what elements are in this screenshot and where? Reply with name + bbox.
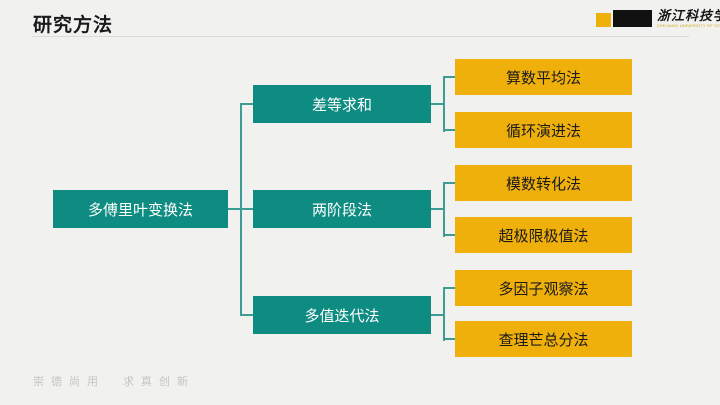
connector-leaf6-stub — [445, 338, 455, 340]
university-name: 浙江科技学院 — [657, 8, 720, 23]
footer-motto: 崇德尚用 求真创新 — [33, 376, 195, 388]
connector-leaf5-stub — [445, 287, 455, 289]
connector-branch1-stub — [242, 103, 253, 105]
page-title: 研究方法 — [33, 15, 114, 36]
tree-leaf-node-3: 模数转化法 — [455, 165, 632, 201]
logo-black-bar-icon — [613, 10, 652, 27]
logo-yellow-square-icon — [596, 12, 611, 27]
connector-branch3-stub — [242, 314, 253, 316]
tree-leaf-node-6: 查理芒总分法 — [455, 321, 632, 357]
tree-branch-node-1: 差等求和 — [253, 85, 431, 123]
title-divider — [32, 36, 689, 37]
connector-pair1-stub — [431, 103, 444, 105]
connector-pair3-vertical — [443, 287, 445, 341]
tree-leaf-node-4: 超极限极值法 — [455, 217, 632, 253]
tree-leaf-node-1: 算数平均法 — [455, 59, 632, 95]
connector-pair3-stub — [431, 314, 444, 316]
tree-leaf-node-2: 循环演进法 — [455, 112, 632, 148]
connector-pair2-vertical — [443, 182, 445, 237]
tree-branch-node-2: 两阶段法 — [253, 190, 431, 228]
university-name-en: ZHEJIANG UNIVERSITY OF SCIENCE AND TECHN… — [657, 23, 720, 28]
connector-pair2-stub — [431, 208, 444, 210]
connector-leaf1-stub — [445, 76, 455, 78]
university-logo: 浙江科技学院 ZHEJIANG UNIVERSITY OF SCIENCE AN… — [596, 9, 720, 28]
connector-leaf4-stub — [445, 234, 455, 236]
tree-root-node: 多傅里叶变换法 — [53, 190, 228, 228]
tree-branch-node-3: 多值迭代法 — [253, 296, 431, 334]
tree-leaf-node-5: 多因子观察法 — [455, 270, 632, 306]
logo-text-block: 浙江科技学院 ZHEJIANG UNIVERSITY OF SCIENCE AN… — [657, 8, 720, 29]
connector-pair1-vertical — [443, 76, 445, 132]
connector-trunk-vertical — [240, 103, 242, 316]
connector-leaf3-stub — [445, 182, 455, 184]
connector-leaf2-stub — [445, 129, 455, 131]
